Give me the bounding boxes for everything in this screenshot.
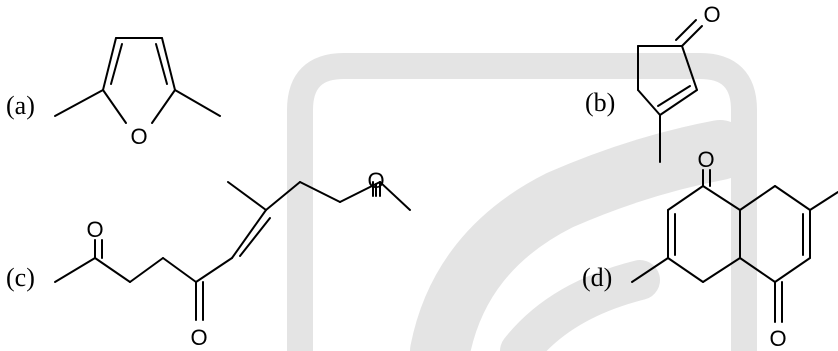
label-c: (c) <box>6 263 35 292</box>
atom-oxygen-c3: O <box>367 168 384 193</box>
label-d: (d) <box>582 263 612 292</box>
structure-b: (b) O <box>585 2 721 163</box>
atom-oxygen-b: O <box>703 2 720 27</box>
atom-oxygen-c1: O <box>86 217 103 242</box>
watermark-logo <box>287 53 757 351</box>
label-a: (a) <box>6 91 35 120</box>
structure-d: (d) O O <box>582 147 838 351</box>
structure-a: (a) O <box>6 37 221 149</box>
structure-c: (c) O O O <box>6 168 411 350</box>
atom-oxygen-d2: O <box>769 326 786 351</box>
atom-oxygen-d1: O <box>697 147 714 172</box>
atom-oxygen-a: O <box>130 124 147 149</box>
label-b: (b) <box>585 88 615 117</box>
atom-oxygen-c2: O <box>190 325 207 350</box>
